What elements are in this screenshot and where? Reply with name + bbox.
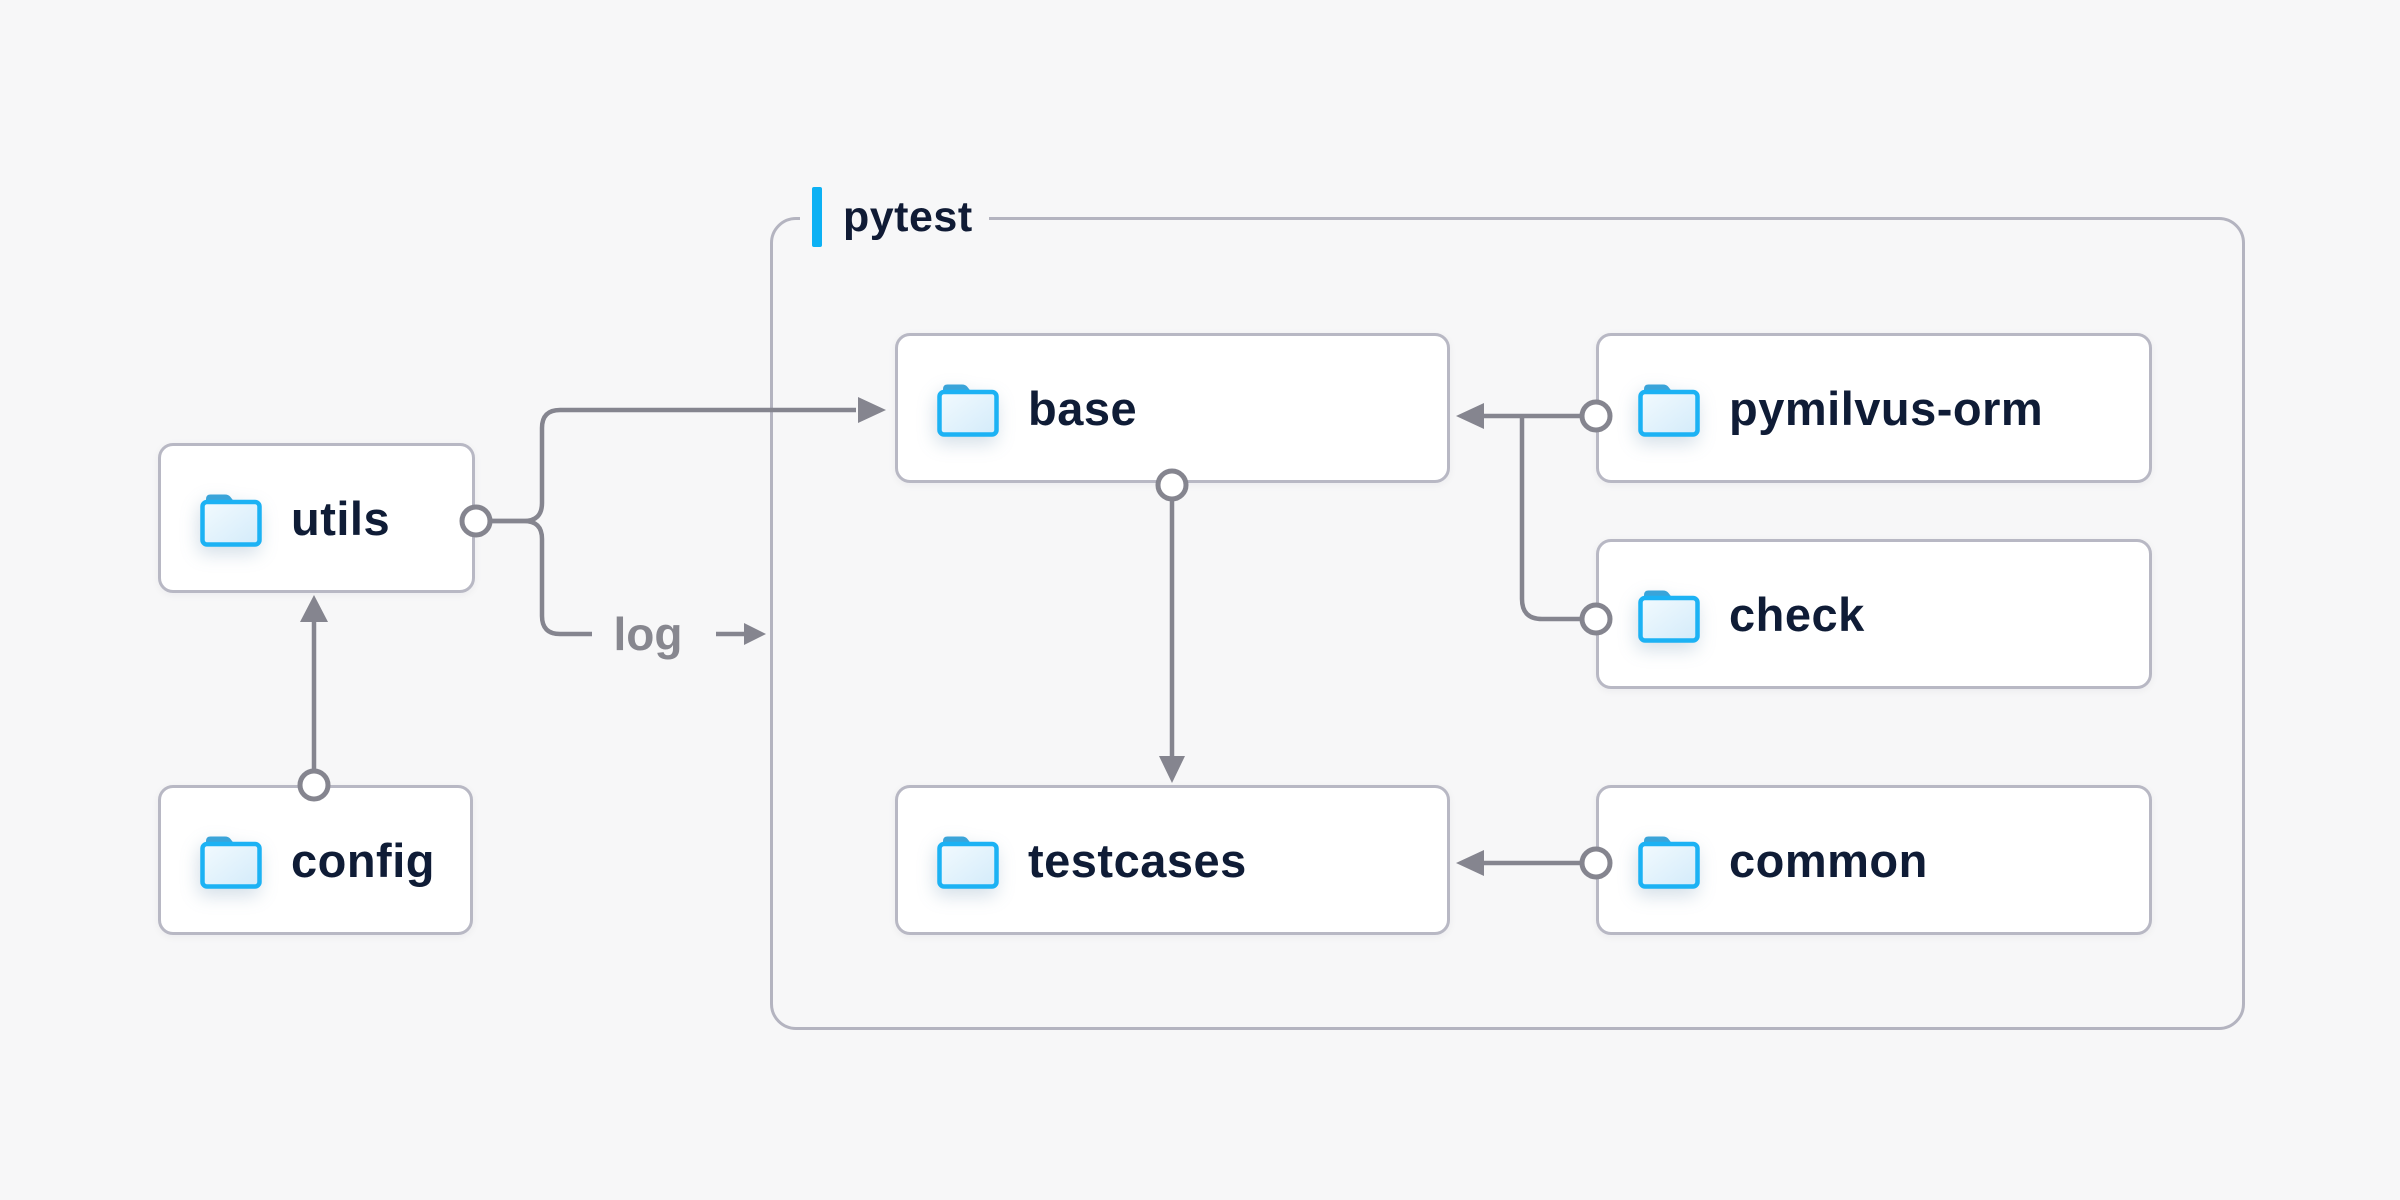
pytest-group-container	[770, 217, 2245, 1030]
pytest-group-label: pytest	[800, 186, 989, 248]
node-label: config	[291, 833, 435, 887]
folder-icon	[1637, 379, 1701, 437]
node-base: base	[895, 333, 1450, 483]
node-label: utils	[291, 491, 391, 545]
node-config: config	[158, 785, 473, 935]
node-label: common	[1729, 833, 1928, 887]
node-pymilvus-orm: pymilvus-orm	[1596, 333, 2152, 483]
folder-icon	[1637, 585, 1701, 643]
folder-icon	[199, 831, 263, 889]
folder-icon	[199, 489, 263, 547]
node-label: pymilvus-orm	[1729, 381, 2044, 435]
folder-icon	[936, 831, 1000, 889]
arrowhead-log-into-group	[744, 623, 766, 645]
node-label: testcases	[1028, 833, 1247, 887]
node-label: check	[1729, 587, 1865, 641]
node-label: base	[1028, 381, 1138, 435]
node-utils: utils	[158, 443, 475, 593]
node-common: common	[1596, 785, 2152, 935]
folder-icon	[1637, 831, 1701, 889]
edge-label-log: log	[613, 608, 683, 660]
node-testcases: testcases	[895, 785, 1450, 935]
accent-bar	[812, 187, 822, 247]
folder-icon	[936, 379, 1000, 437]
node-check: check	[1596, 539, 2152, 689]
edge-utils-to-log	[490, 518, 592, 637]
pytest-group-title: pytest	[843, 192, 973, 241]
arrowhead-up-into-utils	[300, 595, 328, 622]
